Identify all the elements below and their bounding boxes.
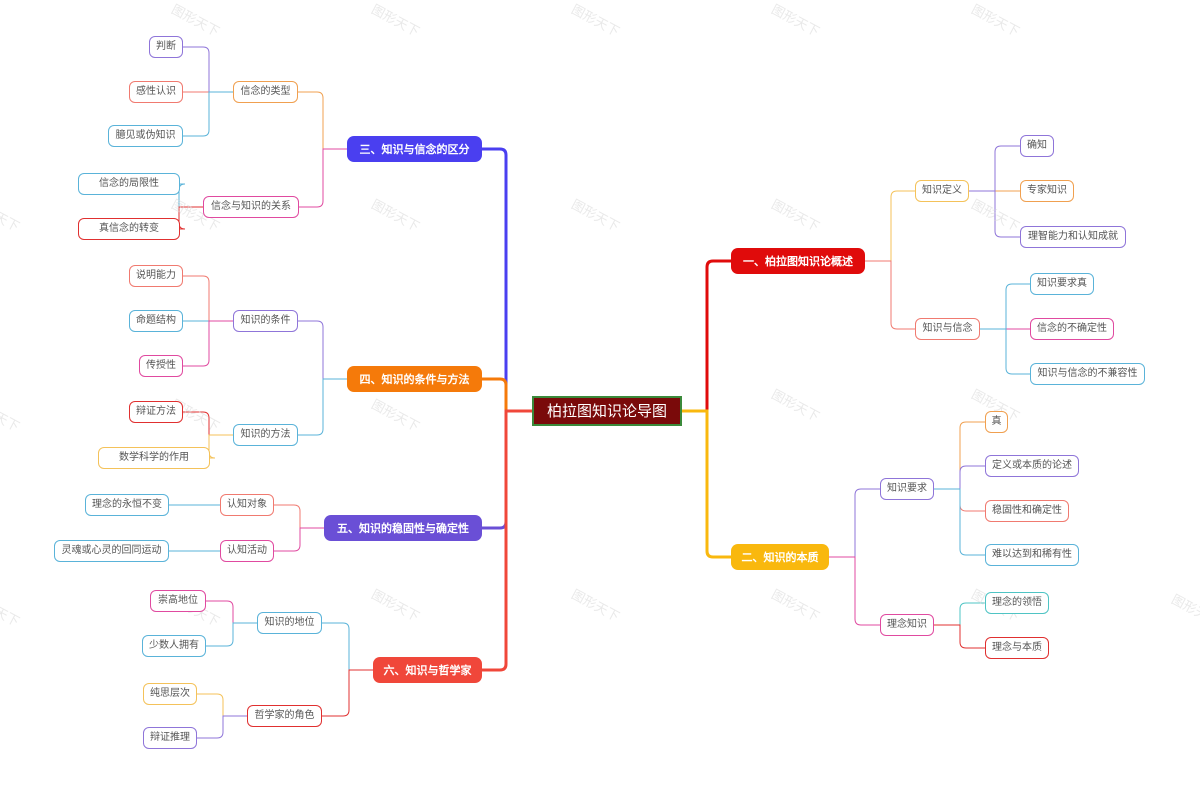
subtopic-node[interactable]: 知识定义	[915, 180, 969, 202]
leaf-node[interactable]: 难以达到和稀有性	[985, 544, 1079, 566]
subtopic-connector	[273, 527, 325, 552]
leaf-connector	[968, 145, 1021, 192]
leaf-connector	[182, 320, 234, 367]
leaf-node[interactable]: 判断	[149, 36, 183, 58]
subtopic-node[interactable]: 认知对象	[220, 494, 274, 516]
leaf-connector	[182, 411, 234, 436]
leaf-connector	[182, 46, 234, 93]
branch-topic[interactable]: 三、知识与信念的区分	[347, 136, 482, 162]
leaf-connector	[182, 91, 234, 137]
leaf-connector	[979, 283, 1031, 330]
leaf-connector	[196, 693, 248, 717]
leaf-node[interactable]: 少数人拥有	[142, 635, 206, 657]
leaf-node[interactable]: 命题结构	[129, 310, 183, 332]
leaf-connector	[933, 624, 986, 649]
subtopic-node[interactable]: 哲学家的角色	[247, 705, 322, 727]
leaf-connector	[968, 190, 1021, 238]
root-topic[interactable]: 柏拉图知识论导图	[532, 396, 682, 426]
leaf-node[interactable]: 定义或本质的论述	[985, 455, 1079, 477]
leaf-connector	[178, 206, 204, 230]
subtopic-connector	[864, 190, 916, 262]
subtopic-connector	[828, 556, 881, 626]
branch-connector	[480, 409, 534, 672]
leaf-node[interactable]: 信念的不确定性	[1030, 318, 1114, 340]
leaf-node[interactable]: 知识要求真	[1030, 273, 1094, 295]
leaf-connector	[205, 622, 258, 647]
subtopic-connector	[298, 148, 348, 208]
leaf-node[interactable]: 真信念的转变	[78, 218, 180, 240]
leaf-node[interactable]: 信念的局限性	[78, 173, 180, 195]
subtopic-connector	[297, 378, 348, 436]
branch-connector	[480, 377, 534, 413]
leaf-node[interactable]: 理念与本质	[985, 637, 1049, 659]
subtopic-connector	[321, 622, 374, 671]
subtopic-node[interactable]: 理念知识	[880, 614, 934, 636]
leaf-connector	[182, 275, 234, 322]
leaf-node[interactable]: 传授性	[139, 355, 183, 377]
leaf-connector	[933, 421, 986, 490]
branch-topic[interactable]: 二、知识的本质	[731, 544, 829, 570]
branch-topic[interactable]: 五、知识的稳固性与确定性	[324, 515, 482, 541]
subtopic-node[interactable]: 认知活动	[220, 540, 274, 562]
subtopic-node[interactable]: 知识要求	[880, 478, 934, 500]
branch-topic[interactable]: 六、知识与哲学家	[373, 657, 482, 683]
subtopic-connector	[273, 504, 325, 529]
leaf-node[interactable]: 稳固性和确定性	[985, 500, 1069, 522]
branch-connector	[680, 259, 733, 413]
leaf-node[interactable]: 理念的领悟	[985, 592, 1049, 614]
leaf-connector	[933, 488, 986, 556]
branch-topic[interactable]: 四、知识的条件与方法	[347, 366, 482, 392]
branch-connector	[480, 147, 534, 413]
subtopic-node[interactable]: 知识的条件	[233, 310, 298, 332]
subtopic-connector	[864, 260, 916, 330]
branch-connector	[680, 409, 733, 559]
leaf-connector	[979, 328, 1031, 375]
leaf-connector	[196, 715, 248, 739]
leaf-node[interactable]: 专家知识	[1020, 180, 1074, 202]
leaf-node[interactable]: 辩证推理	[143, 727, 197, 749]
leaf-node[interactable]: 确知	[1020, 135, 1054, 157]
subtopic-connector	[321, 669, 374, 717]
subtopic-node[interactable]: 知识的地位	[257, 612, 322, 634]
leaf-connector	[205, 600, 258, 624]
leaf-connector	[208, 434, 234, 459]
subtopic-node[interactable]: 信念的类型	[233, 81, 298, 103]
leaf-connector	[933, 465, 986, 490]
subtopic-node[interactable]: 知识与信念	[915, 318, 980, 340]
subtopic-connector	[828, 488, 881, 558]
leaf-node[interactable]: 辩证方法	[129, 401, 183, 423]
subtopic-connector	[297, 320, 348, 380]
leaf-node[interactable]: 灵魂或心灵的回同运动	[54, 540, 169, 562]
leaf-node[interactable]: 说明能力	[129, 265, 183, 287]
leaf-connector	[933, 602, 986, 626]
leaf-connector	[178, 183, 204, 208]
subtopic-connector	[297, 91, 348, 150]
leaf-node[interactable]: 理念的永恒不变	[85, 494, 169, 516]
leaf-node[interactable]: 知识与信念的不兼容性	[1030, 363, 1145, 385]
leaf-node[interactable]: 臆见或伪知识	[108, 125, 183, 147]
branch-topic[interactable]: 一、柏拉图知识论概述	[731, 248, 865, 274]
leaf-node[interactable]: 数学科学的作用	[98, 447, 210, 469]
leaf-node[interactable]: 理智能力和认知成就	[1020, 226, 1126, 248]
subtopic-node[interactable]: 信念与知识的关系	[203, 196, 299, 218]
leaf-node[interactable]: 真	[985, 411, 1008, 433]
subtopic-node[interactable]: 知识的方法	[233, 424, 298, 446]
leaf-node[interactable]: 崇高地位	[150, 590, 206, 612]
leaf-node[interactable]: 感性认识	[129, 81, 183, 103]
leaf-node[interactable]: 纯思层次	[143, 683, 197, 705]
